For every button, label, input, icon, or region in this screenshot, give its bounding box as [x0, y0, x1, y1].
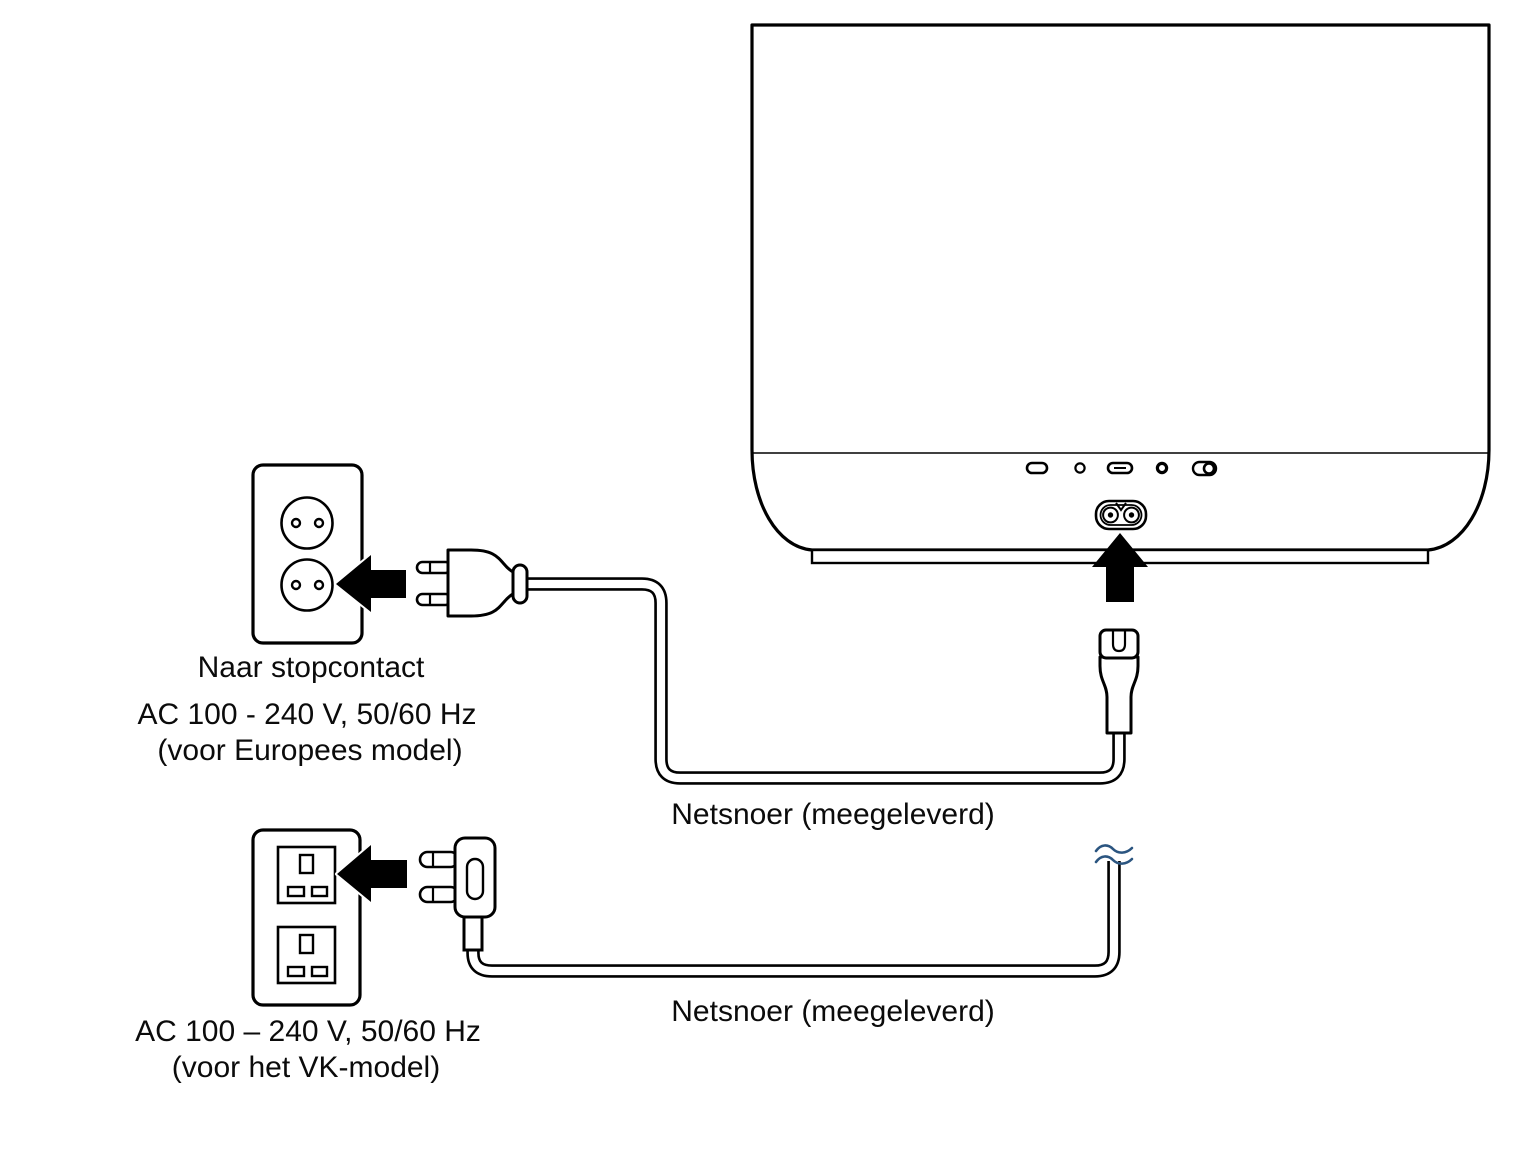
ac-inlet-socket	[1094, 499, 1148, 531]
eu-wall-outlet	[251, 463, 364, 645]
eu-power-plug	[415, 548, 529, 618]
c7-connector-plug	[1098, 628, 1140, 735]
uk-spec-line2: (voor het VK-model)	[171, 1051, 441, 1084]
port-usb-icon	[1106, 461, 1134, 475]
uk-power-plug	[418, 836, 497, 952]
speaker-rear-panel	[750, 23, 1491, 565]
uk-plug-pins	[418, 850, 460, 904]
uk-socket-bottom	[276, 925, 337, 985]
eu-outlet-caption: Naar stopcontact	[197, 651, 425, 684]
eu-power-cord	[523, 577, 1140, 785]
port-round-icon	[1074, 462, 1086, 474]
eu-plug-body	[446, 548, 520, 618]
eu-plug-pins	[415, 560, 453, 607]
switch-icon	[1191, 460, 1218, 477]
eu-spec-line2: (voor Europees model)	[157, 734, 463, 767]
eu-insert-arrow-icon	[334, 553, 408, 614]
rear-connector-icons	[1025, 460, 1218, 477]
speaker-body-outline	[750, 23, 1491, 552]
uk-plug-neck	[462, 915, 484, 952]
inlet-insert-arrow-icon	[1092, 533, 1148, 602]
uk-plug-grip-slot	[465, 857, 485, 901]
uk-cord-label: Netsnoer (meegeleverd)	[671, 995, 995, 1028]
uk-power-cord	[466, 844, 1134, 978]
eu-plug-strain-relief	[511, 563, 529, 605]
switch-knob-icon	[1202, 462, 1216, 475]
uk-insert-arrow-icon	[335, 843, 409, 904]
uk-spec-line1: AC 100 – 240 V, 50/60 Hz	[135, 1015, 481, 1048]
eu-cord-outline	[525, 577, 1126, 785]
uk-cord-outline	[466, 861, 1121, 978]
port-round-bold-icon	[1155, 461, 1169, 475]
uk-socket-top	[276, 845, 337, 905]
uk-wall-outlet	[251, 828, 362, 1007]
cord-break-icon	[1094, 844, 1134, 865]
eu-cord-core	[523, 579, 1124, 783]
eu-spec-line1: AC 100 - 240 V, 50/60 Hz	[137, 698, 477, 731]
eu-cord-label: Netsnoer (meegeleverd)	[671, 798, 995, 831]
port-slot-icon	[1025, 461, 1049, 475]
uk-cord-core	[468, 858, 1119, 976]
